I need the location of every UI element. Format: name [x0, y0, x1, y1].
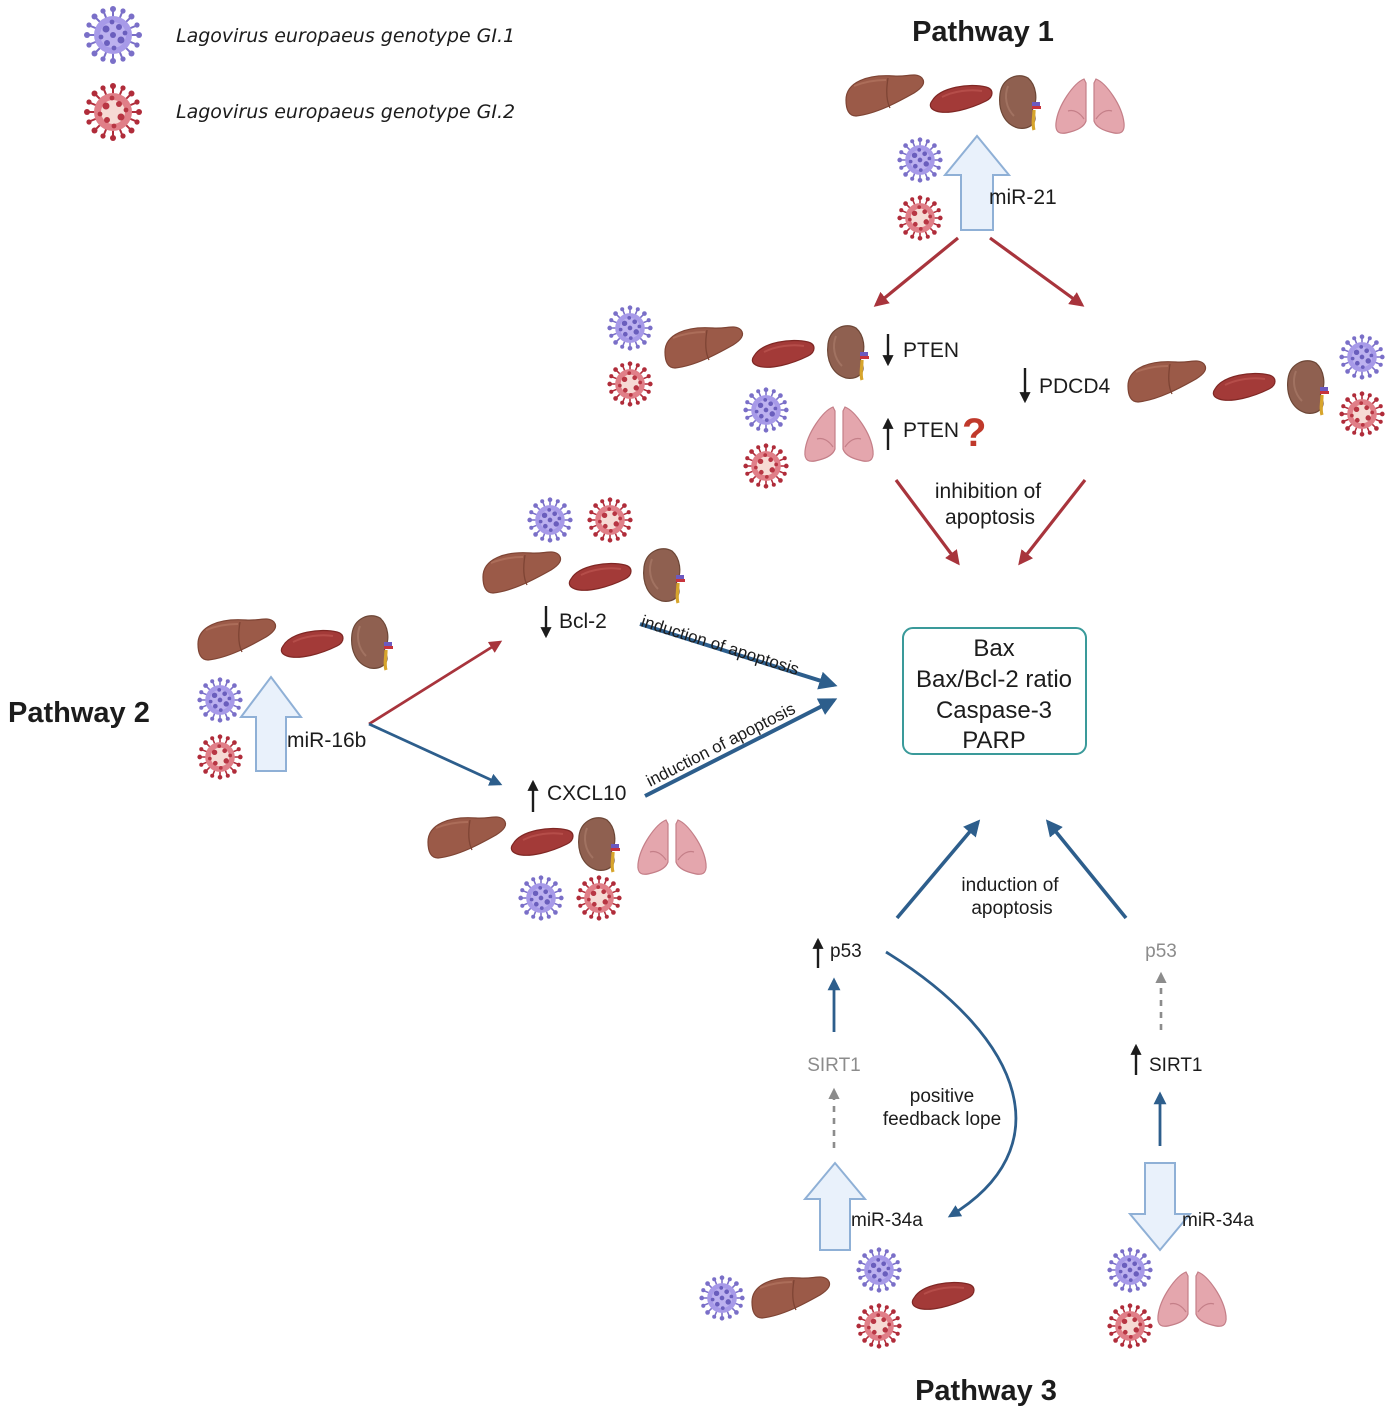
- kidney-icon: [1286, 359, 1331, 417]
- left-p53-label: p53: [830, 941, 862, 962]
- arrow-mir21-to-pten: [873, 236, 960, 307]
- lungs-icon: [1157, 1271, 1227, 1327]
- virus-gi1-icon: [517, 874, 565, 922]
- virus-gi1-icon: [1106, 1246, 1154, 1294]
- mir16b-up-arrow: [239, 675, 303, 772]
- arrow-pdcd4-to-apoptosis: [1018, 479, 1087, 566]
- virus-gi2-icon: [855, 1302, 903, 1350]
- liver-icon: [1127, 359, 1207, 403]
- virus-gi2-icon: [83, 82, 143, 142]
- right-p53-label: p53: [1145, 941, 1177, 962]
- left-mir34a-label: miR-34a: [851, 1210, 923, 1231]
- liver-icon: [845, 73, 925, 117]
- pathway-3: Pathway 3 induction of apoptosis p53 SIR…: [698, 819, 1254, 1407]
- right-sirt1-label: SIRT1: [1149, 1055, 1203, 1076]
- virus-gi2-icon: [606, 360, 654, 408]
- pdcd4-label: PDCD4: [1039, 375, 1111, 398]
- arrow-cxcl10-to-apoptosis: [644, 698, 838, 798]
- virus-gi1-icon: [1338, 333, 1386, 381]
- inhibition-label-line1: inhibition of: [935, 480, 1041, 503]
- arrow-p53-to-apoptosis: [895, 819, 981, 920]
- virus-gi1-icon: [855, 1246, 903, 1294]
- virus-gi1-icon: [526, 496, 574, 544]
- cxcl10-label: CXCL10: [547, 782, 626, 805]
- feedback-label-line2: feedback lope: [883, 1109, 1001, 1130]
- arrow-right-p53-to-apoptosis: [1045, 819, 1128, 920]
- virus-gi2-icon: [196, 733, 244, 781]
- virus-gi2-icon: [575, 874, 623, 922]
- inhibition-label-line2: apoptosis: [945, 506, 1035, 529]
- virus-gi1-icon: [83, 5, 143, 65]
- spleen-icon: [510, 827, 574, 857]
- liver-icon: [664, 325, 744, 369]
- pathway-3-title: Pathway 3: [915, 1375, 1057, 1407]
- pathway-2: Pathway 2 miR-16b Bcl-2 CXCL10 induction…: [8, 496, 838, 922]
- mir34a-up-arrow: [802, 1161, 868, 1251]
- mir34a-down-arrow: [1127, 1162, 1193, 1252]
- arrow-mir16b-to-bcl2: [368, 640, 503, 726]
- spleen-icon: [751, 339, 815, 369]
- induction-label-line2: apoptosis: [971, 898, 1052, 919]
- marker-bax-bcl2-ratio: Bax/Bcl-2 ratio: [916, 666, 1072, 693]
- arrow-pten-to-apoptosis: [894, 479, 960, 566]
- kidney-icon: [826, 324, 871, 382]
- mir21-label: miR-21: [989, 186, 1057, 209]
- arrow-mir16b-to-cxcl10: [368, 722, 503, 786]
- mir21-up-arrow: [942, 134, 1012, 231]
- spleen-icon: [911, 1281, 975, 1311]
- lungs-icon: [1055, 78, 1125, 134]
- spleen-icon: [1212, 372, 1276, 402]
- bcl2-label: Bcl-2: [559, 610, 607, 633]
- legend: Lagovirus europaeus genotype GI.1 Lagovi…: [83, 5, 515, 142]
- liver-icon: [197, 617, 277, 661]
- legend-gi1-label: Lagovirus europaeus genotype GI.1: [176, 25, 515, 47]
- spleen-icon: [929, 84, 993, 114]
- kidney-icon: [577, 816, 622, 874]
- virus-gi1-icon: [196, 676, 244, 724]
- induction-label-upper: induction of apoptosis: [639, 612, 802, 679]
- arrow-bcl2-to-apoptosis: [639, 622, 838, 690]
- right-mir34a-label: miR-34a: [1182, 1210, 1254, 1231]
- left-sirt1-label: SIRT1: [807, 1055, 861, 1076]
- spleen-icon: [568, 562, 632, 592]
- spleen-icon: [280, 629, 344, 659]
- liver-icon: [427, 815, 507, 859]
- lungs-icon: [804, 406, 874, 462]
- pten-down-label: PTEN: [903, 339, 959, 362]
- kidney-icon: [350, 614, 395, 672]
- kidney-icon: [642, 547, 687, 605]
- pathway-2-title: Pathway 2: [8, 697, 150, 729]
- mir16b-label: miR-16b: [287, 729, 366, 752]
- marker-parp: PARP: [962, 727, 1026, 754]
- pathway-1: Pathway 1 miR-21 PTEN PTEN ? PDCD4: [606, 16, 1386, 566]
- apoptosis-markers-box: Bax Bax/Bcl-2 ratio Caspase-3 PARP: [902, 627, 1087, 755]
- markers-box-border: [902, 627, 1087, 755]
- marker-bax: Bax: [973, 635, 1014, 662]
- virus-gi2-icon: [742, 442, 790, 490]
- question-mark-icon: ?: [962, 411, 986, 455]
- liver-icon: [482, 550, 562, 594]
- induction-label-line1: induction of: [961, 875, 1059, 896]
- virus-gi1-icon: [896, 136, 944, 184]
- arrow-mir21-to-pdcd4: [989, 236, 1085, 307]
- virus-gi1-icon: [742, 386, 790, 434]
- liver-icon: [751, 1275, 831, 1319]
- induction-label-lower: induction of apoptosis: [643, 699, 798, 791]
- virus-gi1-icon: [698, 1274, 746, 1322]
- lungs-icon: [637, 819, 707, 875]
- virus-gi2-icon: [1338, 390, 1386, 438]
- virus-gi2-icon: [586, 496, 634, 544]
- kidney-icon: [998, 74, 1043, 132]
- positive-feedback-arrow: [885, 950, 1018, 1218]
- pten-up-label: PTEN: [903, 419, 959, 442]
- marker-caspase-3: Caspase-3: [936, 697, 1052, 724]
- pathway-1-title: Pathway 1: [912, 16, 1054, 48]
- virus-gi1-icon: [606, 304, 654, 352]
- feedback-label-line1: positive: [910, 1086, 974, 1107]
- legend-gi2-label: Lagovirus europaeus genotype GI.2: [176, 101, 515, 123]
- virus-gi2-icon: [896, 194, 944, 242]
- virus-gi2-icon: [1106, 1302, 1154, 1350]
